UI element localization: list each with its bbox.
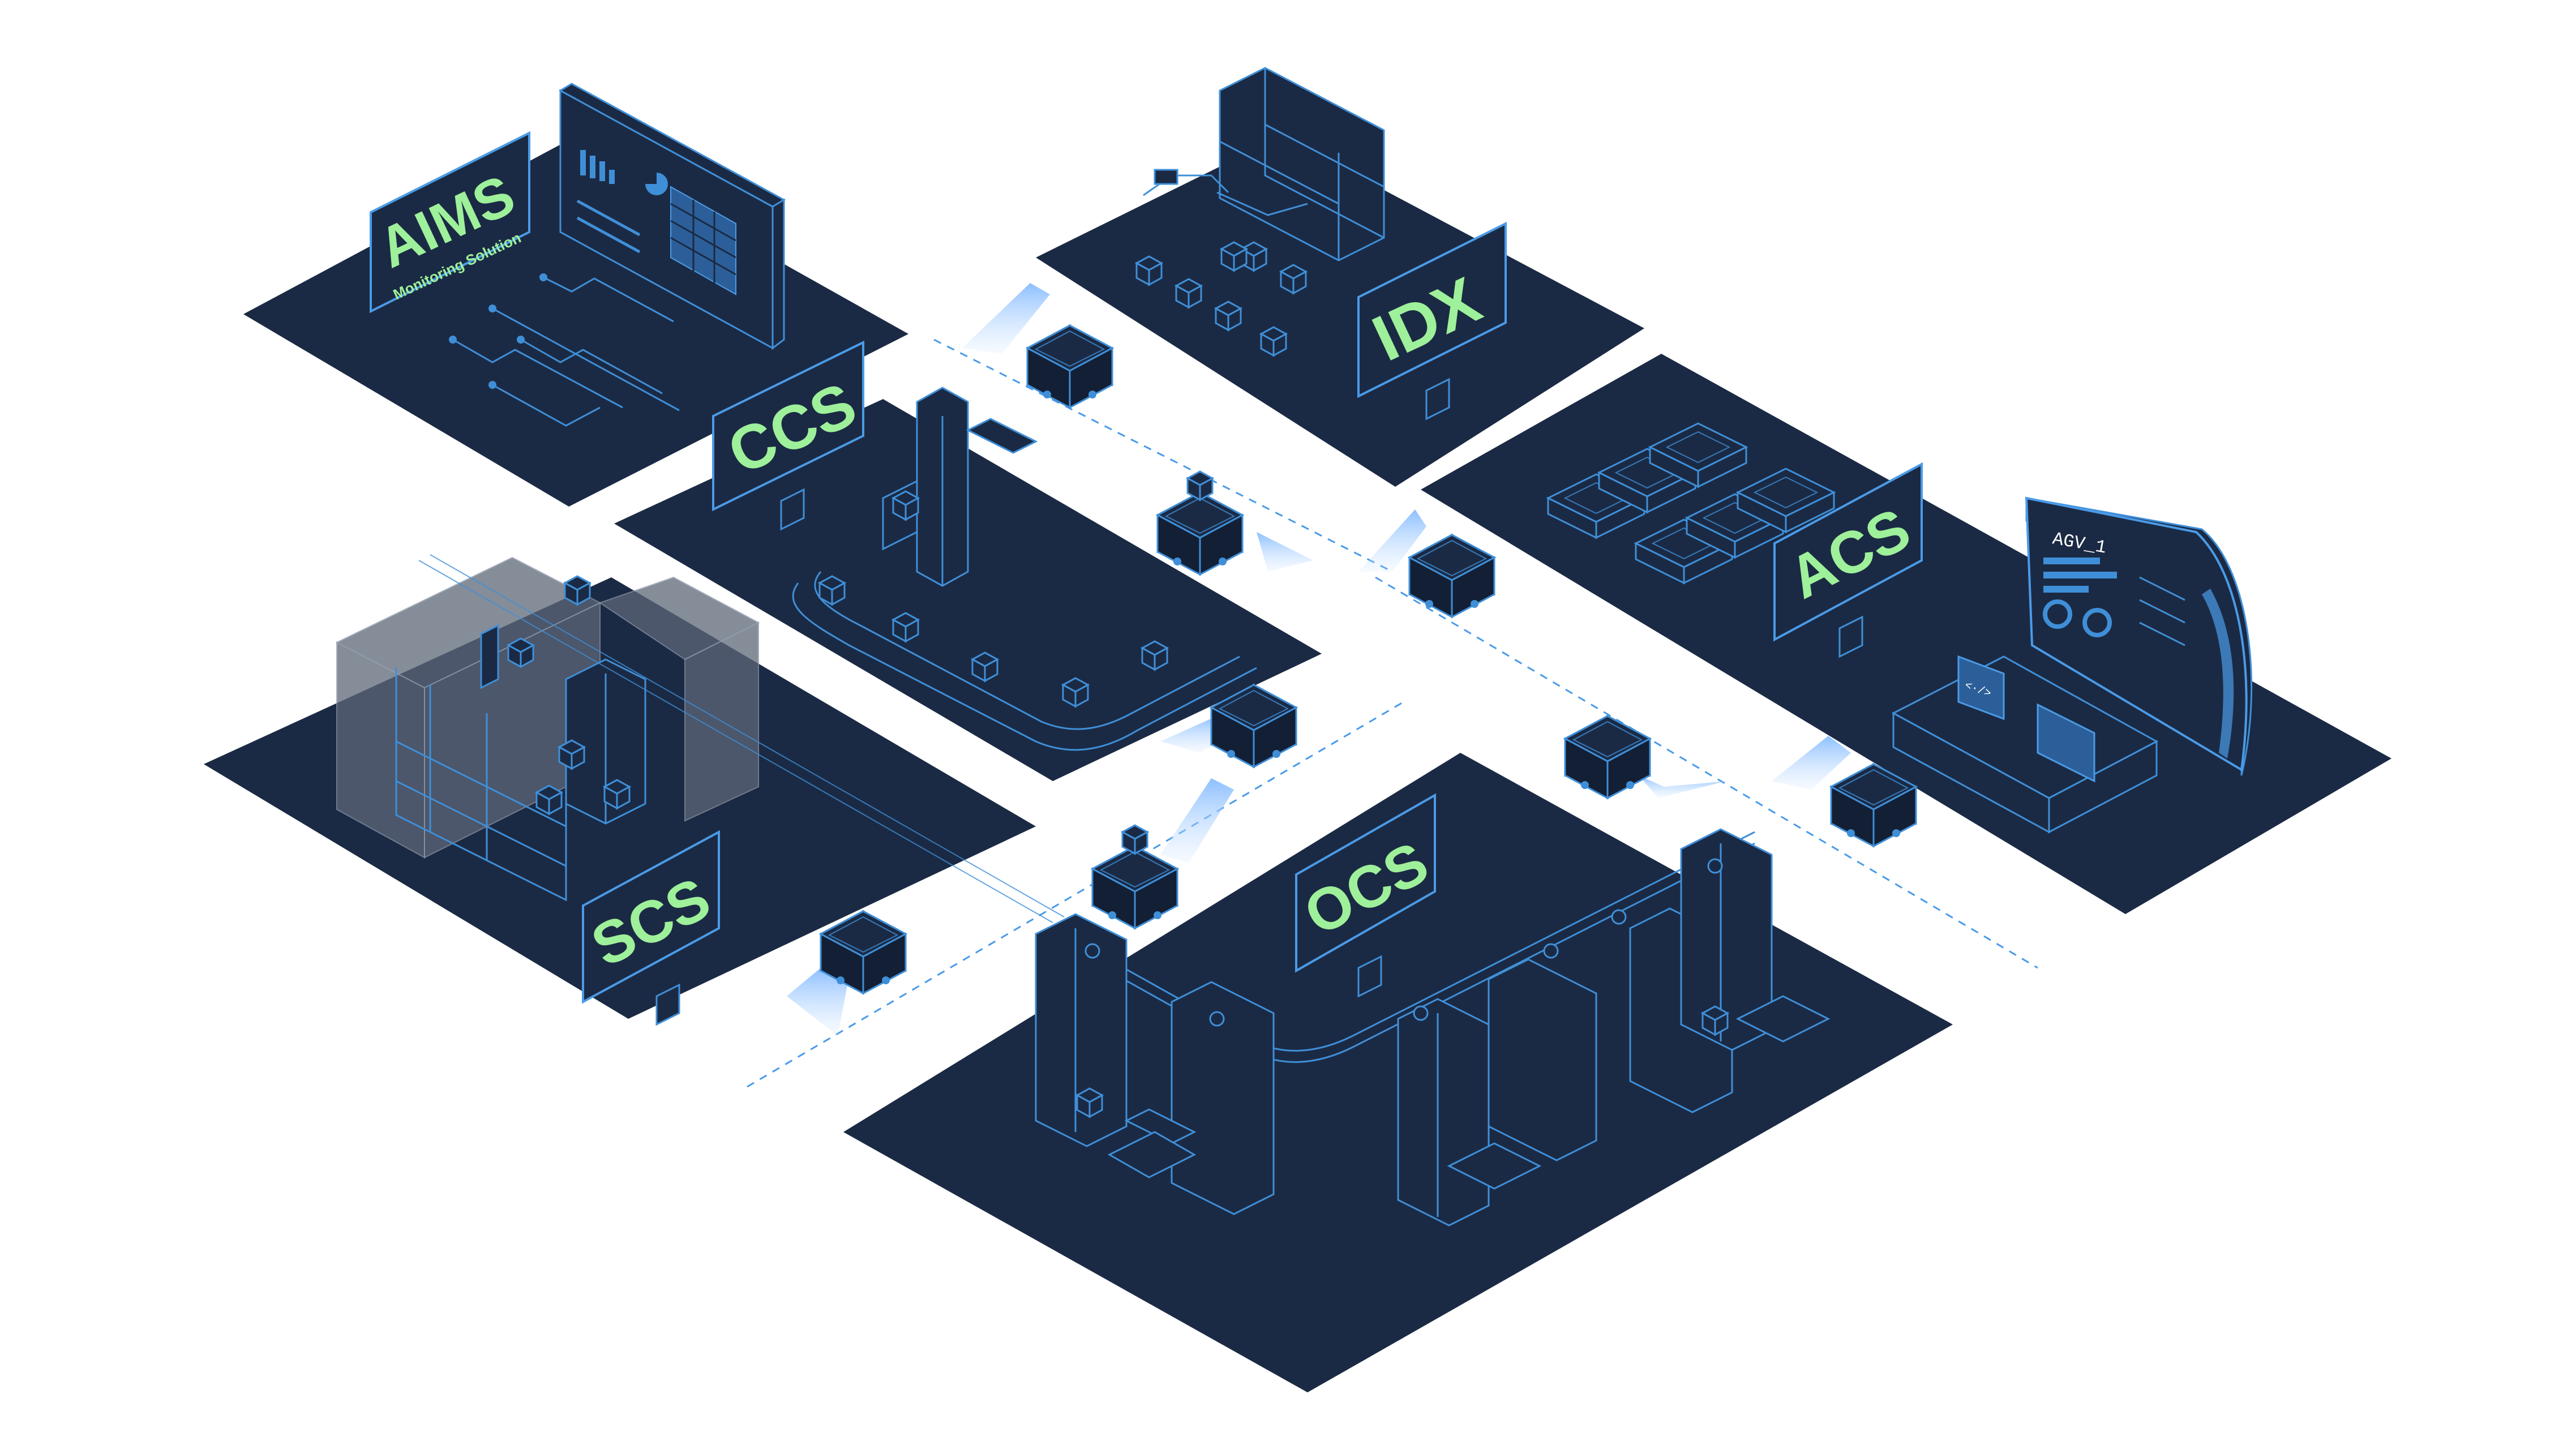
gauge-icon (2082, 608, 2112, 637)
picking-station (1397, 958, 1597, 1227)
aims-module: AIMS Monitoring Solution (369, 83, 786, 427)
scs-sign: SCS (581, 830, 721, 1026)
agv-path-line (933, 338, 1393, 573)
data-table-icon (670, 186, 736, 295)
info-monitor (2037, 703, 2095, 783)
pie-chart-icon (645, 173, 668, 195)
scs-module: SCS (335, 554, 1065, 1026)
agv-dashboard-screen: AGV_1 (2025, 496, 2253, 776)
robot-arm-icon (1143, 169, 1308, 216)
conveyor-loop (792, 582, 1257, 751)
agv-robot-with-box (1091, 824, 1178, 929)
scanner-beams (787, 283, 1851, 1036)
rail-rollers (1085, 858, 1723, 1027)
bar-chart-icon (580, 150, 615, 184)
picking-station (1035, 913, 1275, 1215)
agv-robot (1408, 534, 1495, 618)
acs-module: ACS AGV_1 <·/> (1547, 422, 2253, 834)
gauge-icon (2043, 599, 2072, 629)
idx-platform (1036, 136, 1644, 487)
agv-robot (1026, 324, 1113, 409)
agv-robot-with-box (1156, 470, 1244, 576)
code-monitor: <·/> (1957, 655, 2005, 721)
ccs-platform (614, 399, 1322, 781)
agv-path-line (1375, 576, 2038, 969)
agv-path-line (747, 701, 1404, 1088)
shuttle-rack (395, 554, 1065, 923)
picking-station (1629, 828, 1831, 1113)
circuit-lines (449, 273, 680, 427)
agv-robot (1564, 715, 1651, 799)
idx-module: IDX (1135, 67, 1507, 421)
ocs-module: OCS (1035, 793, 1831, 1227)
control-desk: <·/> (1891, 655, 2159, 834)
